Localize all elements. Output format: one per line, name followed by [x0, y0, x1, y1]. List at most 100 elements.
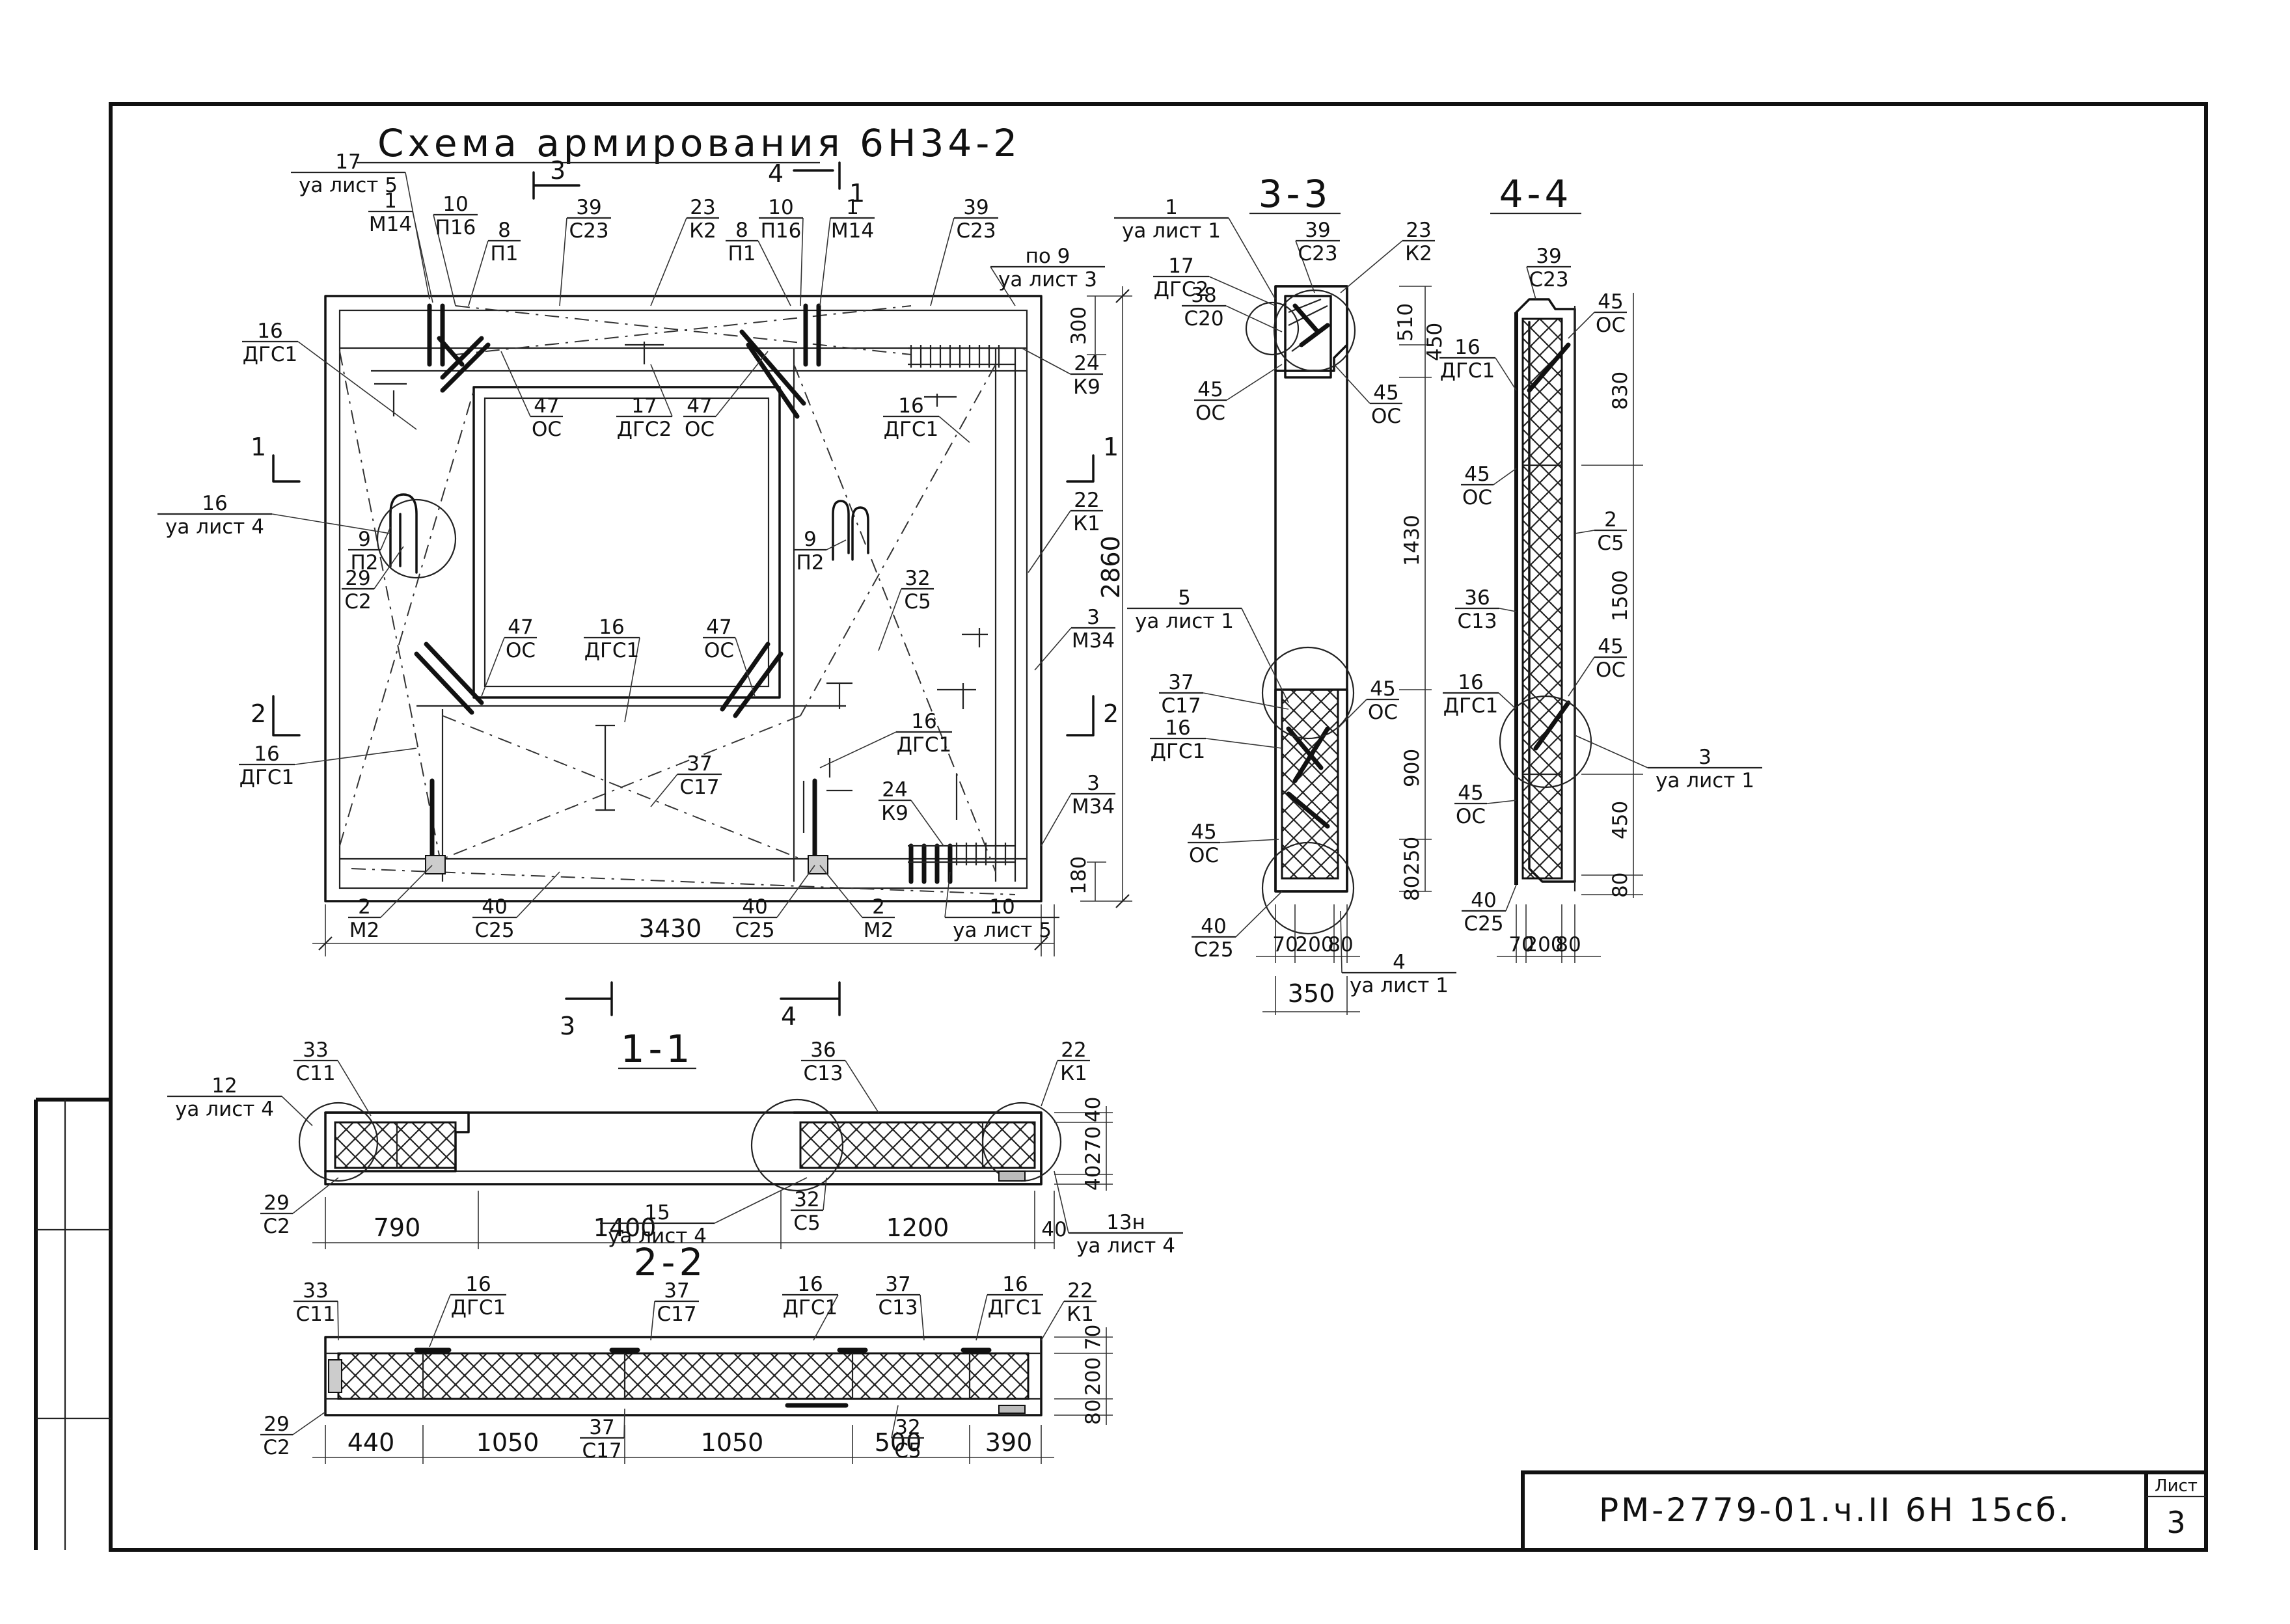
callout-mark: ОС	[685, 418, 715, 441]
callout-mark: ДГС1	[243, 343, 298, 366]
callout-mark: С17	[679, 776, 719, 799]
callout-position: 45	[1598, 635, 1623, 658]
svg-text:Схема армирования 6Н34-2: Схема армирования 6Н34-2	[377, 121, 1021, 165]
callout: по 9уа лист 3	[990, 245, 1105, 306]
svg-text:40: 40	[1082, 1165, 1105, 1191]
callout-position: 47	[706, 616, 731, 639]
callout-mark: М2	[864, 919, 893, 942]
callout-mark: С2	[344, 590, 371, 614]
svg-text:70: 70	[1272, 933, 1298, 956]
callout-mark: К2	[689, 219, 716, 243]
callout-position: 10	[768, 196, 793, 219]
callout-mark: С23	[569, 219, 608, 243]
dim-bottom: 180	[1067, 856, 1091, 895]
svg-text:4-4: 4-4	[1499, 172, 1573, 216]
callout-position: 16	[202, 492, 227, 515]
callout-mark: С17	[582, 1439, 621, 1463]
callout-position: 29	[345, 567, 370, 590]
callout-mark: уа лист 4	[1076, 1234, 1175, 1258]
sheet-label: Лист	[2155, 1476, 2198, 1496]
svg-text:1400: 1400	[593, 1213, 657, 1242]
callout-position: 2	[358, 895, 371, 919]
callout-position: 45	[1370, 677, 1395, 701]
callout-mark: П2	[796, 551, 824, 575]
callout-position: 13н	[1106, 1211, 1145, 1234]
svg-text:40: 40	[1082, 1097, 1105, 1122]
callout-position: 15	[644, 1201, 670, 1225]
callout-position: 29	[264, 1191, 289, 1215]
reinforcement-diagonals	[339, 305, 1016, 895]
callout-position: 16	[797, 1273, 823, 1296]
callout-mark: С23	[956, 219, 996, 243]
callout-mark: ОС	[1189, 844, 1219, 867]
callout-mark: ОС	[1596, 314, 1626, 337]
callout-position: 3	[1698, 746, 1711, 769]
callout: 8П1	[468, 219, 521, 306]
callout: 4уа лист 1	[1340, 910, 1456, 997]
callout-position: 47	[508, 616, 533, 639]
callout-mark: ОС	[1371, 405, 1401, 428]
callout-mark: С5	[894, 1439, 921, 1463]
callout-mark: С11	[295, 1062, 335, 1085]
callout-mark: М14	[369, 213, 412, 236]
callout-position: 22	[1061, 1038, 1086, 1062]
callout-mark: С25	[474, 919, 514, 942]
svg-text:1050: 1050	[476, 1428, 539, 1457]
callout-mark: ДГС1	[1151, 740, 1206, 763]
section-4-4: 4-4 830 1500 450 80 70 200 80	[1490, 172, 1643, 963]
callout-position: 4	[1393, 951, 1406, 974]
main-view-dimensions: 3430 2860 300 180	[312, 286, 1132, 956]
callout-mark: С17	[1161, 694, 1201, 718]
callout-position: 37	[687, 752, 712, 776]
callout-position: 32	[794, 1188, 819, 1211]
svg-text:830: 830	[1609, 372, 1632, 410]
callout: 3уа лист 1	[1574, 735, 1762, 792]
callout-mark: ОС	[1456, 805, 1486, 828]
section-1-1: 1-1 790 1400 1200 40 40 270 40	[298, 1027, 1113, 1249]
svg-text:40: 40	[1041, 1218, 1067, 1241]
callout-mark: ДГС1	[988, 1296, 1043, 1320]
callout-mark: К9	[881, 802, 908, 825]
svg-text:440: 440	[348, 1428, 395, 1457]
callout-mark: С25	[735, 919, 774, 942]
callout: 2М2	[819, 865, 895, 942]
dim-top: 300	[1067, 306, 1091, 345]
svg-text:270: 270	[1082, 1126, 1105, 1165]
section-3-3: 3-3 510 450 1430 900 250 80 70 200	[1245, 172, 1447, 1015]
callout-mark: уа лист 4	[608, 1225, 707, 1248]
callout: 5уа лист 1	[1127, 586, 1289, 703]
callout-position: 40	[482, 895, 507, 919]
svg-text:200: 200	[1295, 933, 1333, 956]
callout-mark: С23	[1298, 242, 1337, 265]
svg-text:4: 4	[781, 1002, 797, 1031]
dim-height: 2860	[1097, 535, 1125, 599]
callout: 9П2	[794, 528, 847, 575]
svg-text:80: 80	[1555, 933, 1581, 956]
callout-position: 1	[384, 189, 397, 213]
callout-position: 33	[303, 1279, 328, 1303]
callout-mark: С13	[1457, 610, 1497, 633]
callout-mark: ОС	[1195, 401, 1225, 425]
callout-position: 22	[1074, 489, 1099, 512]
svg-text:500: 500	[875, 1428, 922, 1457]
callout-position: 40	[1471, 889, 1496, 912]
svg-text:2: 2	[251, 699, 266, 728]
